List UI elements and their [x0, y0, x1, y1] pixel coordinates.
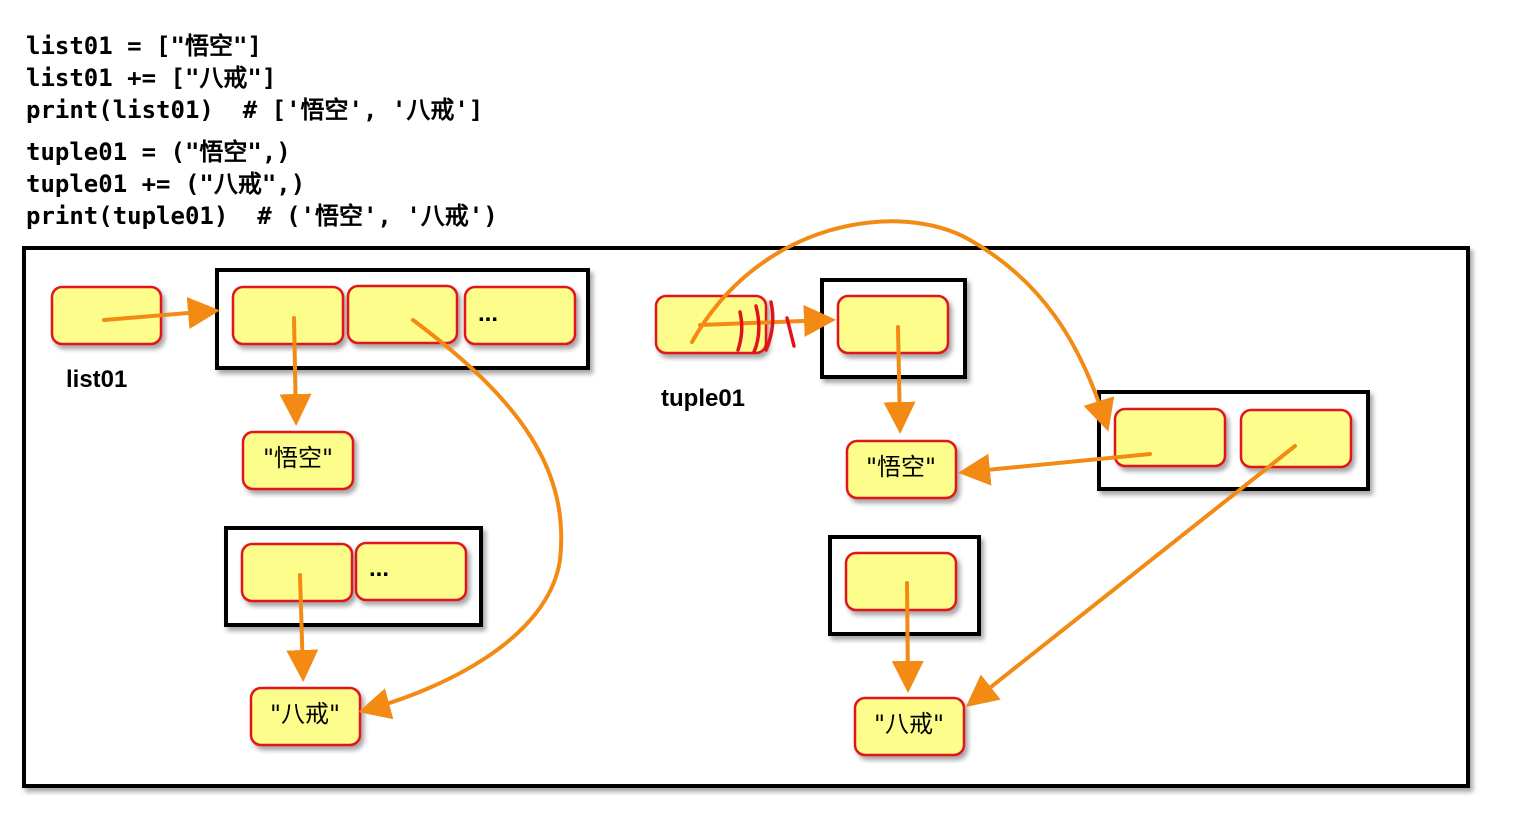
- arrow-slot0-to-wukong: [279, 316, 312, 426]
- arrow-bajie-tuple-to-bajie: [891, 581, 924, 693]
- arrow-tuple-slot-to-wukong: [883, 325, 916, 434]
- list-slot-ellipsis: [463, 285, 577, 346]
- new-tuple-slot-1: [1239, 408, 1353, 469]
- code-line-tuple-print: print(tuple01) # ('悟空', '八戒'): [26, 202, 498, 230]
- tuple-string-wukong-text: "悟空": [866, 453, 936, 481]
- arrow-new-slot1-to-bajie: [965, 444, 1297, 707]
- arrow-slot1-to-bajie: [358, 318, 564, 720]
- list-slot-0: [231, 285, 345, 346]
- bajie-tuple-slot-0: [844, 551, 958, 612]
- code-line-tuple-assign: tuple01 = ("悟空",): [26, 138, 291, 166]
- list-string-bajie-text: "八戒": [270, 700, 340, 728]
- tuple-string-wukong: [845, 439, 958, 500]
- code-line-tuple-extend: tuple01 += ("八戒",): [26, 170, 306, 198]
- tuple01-label: tuple01: [661, 385, 745, 412]
- new-tuple-slot-0: [1113, 407, 1227, 468]
- tuple-string-bajie-text: "八戒": [874, 710, 944, 738]
- code-line-list-extend: list01 += ["八戒"]: [26, 64, 277, 92]
- bajie-list-slot-ellipsis: [354, 541, 468, 602]
- code-line-list-print: print(list01) # ['悟空', '八戒']: [26, 96, 484, 124]
- list-ellipsis-text: ...: [478, 300, 498, 327]
- bajie-list-slot-0: [240, 542, 354, 603]
- list-slot-1: [346, 284, 459, 345]
- lower-ellipsis-text: ...: [369, 555, 389, 582]
- arrow-bajie-list-to-bajie: [286, 573, 319, 682]
- list-code-block: list01 = ["悟空"] list01 += ["八戒"] print(l…: [26, 30, 483, 126]
- arrow-tuple01-to-old-tuple: [698, 304, 836, 337]
- code-line-list-assign: list01 = ["悟空"]: [26, 32, 262, 60]
- list-string-wukong: [241, 430, 355, 491]
- reference-break-mark: [736, 300, 796, 354]
- arrow-list01-to-list: [102, 297, 220, 329]
- tuple-string-bajie: [853, 696, 966, 757]
- list01-label: list01: [66, 366, 127, 393]
- list-string-wukong-text: "悟空": [263, 444, 333, 472]
- arrow-new-slot0-to-wukong: [958, 452, 1152, 486]
- tuple-slot-0: [836, 294, 950, 355]
- tuple-code-block: tuple01 = ("悟空",) tuple01 += ("八戒",) pri…: [26, 136, 498, 232]
- arrow-tuple01-to-new-tuple: [690, 219, 1115, 432]
